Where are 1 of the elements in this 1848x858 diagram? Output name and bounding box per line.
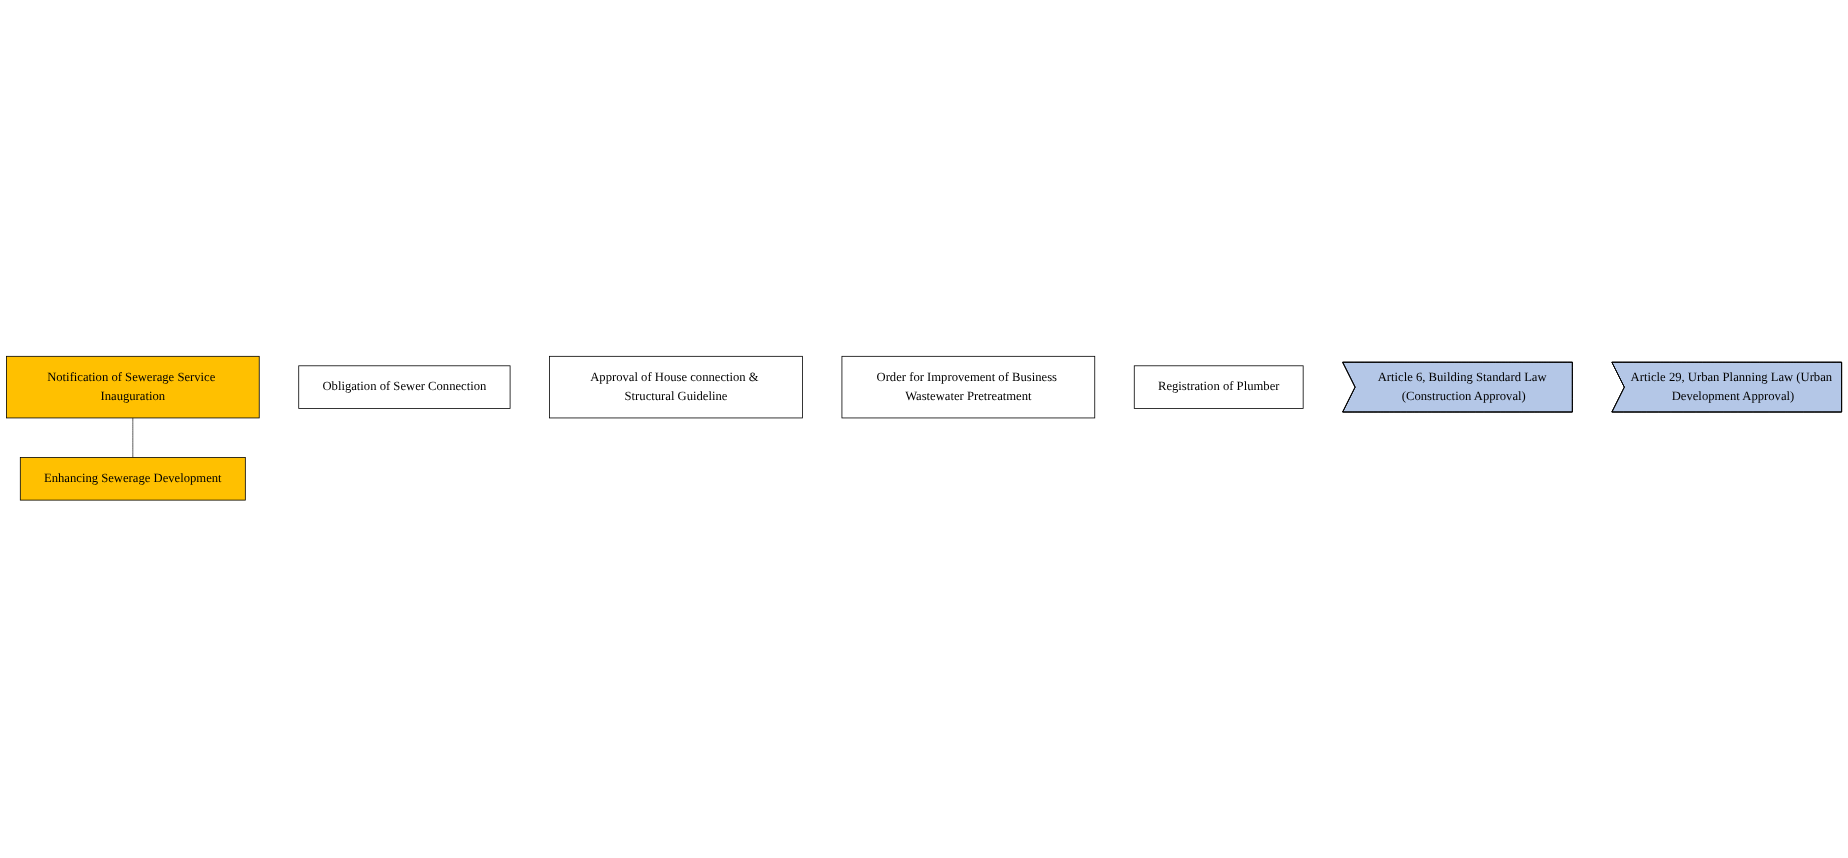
- connector: [132, 418, 134, 459]
